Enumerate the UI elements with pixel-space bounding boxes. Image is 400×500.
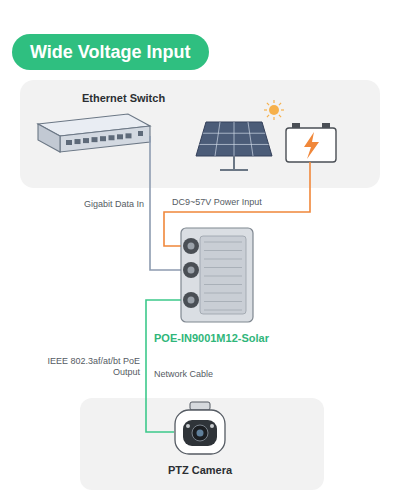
heatsink-fin bbox=[204, 259, 242, 260]
camera-face bbox=[183, 420, 217, 446]
solar-cell-line bbox=[215, 122, 220, 156]
node-label: Ethernet Switch bbox=[82, 92, 165, 104]
power-wire bbox=[309, 162, 311, 188]
edge-label: Gigabit Data In bbox=[84, 199, 144, 210]
note-label: DC9~57V Power Input bbox=[172, 197, 262, 208]
sun bbox=[269, 105, 279, 115]
switch-port bbox=[126, 133, 132, 138]
node-illustration bbox=[20, 80, 380, 188]
solar-cell-line bbox=[248, 122, 253, 156]
m12-port bbox=[183, 238, 199, 254]
battery-terminal bbox=[322, 123, 330, 128]
data-wire bbox=[149, 136, 151, 188]
heatsink-fin bbox=[204, 301, 242, 302]
sun-ray bbox=[273, 100, 274, 103]
camera-panel: PTZ Camera bbox=[80, 398, 324, 490]
title-pill: Wide Voltage Input bbox=[12, 34, 209, 70]
injector-body bbox=[181, 228, 253, 322]
connector-layer bbox=[146, 188, 150, 398]
switch-port bbox=[83, 138, 89, 143]
m12-port bbox=[183, 238, 199, 308]
switch-port bbox=[138, 131, 143, 136]
camera-body bbox=[175, 410, 225, 454]
sun-ray bbox=[267, 103, 269, 105]
switch-panel: Ethernet Switch bbox=[20, 80, 380, 188]
note-label: IEEE 802.3af/at/bt PoE Output bbox=[44, 356, 140, 379]
camera-mount bbox=[190, 402, 210, 410]
m12-port bbox=[188, 267, 195, 274]
sun-ray bbox=[279, 103, 281, 105]
solar-panel bbox=[196, 122, 272, 156]
ir-light bbox=[186, 424, 190, 428]
camera-lens bbox=[192, 425, 208, 441]
solar-panel-icon bbox=[196, 122, 272, 170]
injector-device bbox=[181, 228, 253, 322]
battery-icon bbox=[286, 123, 336, 162]
solar-cell-line bbox=[234, 122, 235, 156]
solar-cell-line bbox=[203, 133, 266, 134]
switch-front bbox=[60, 126, 150, 152]
sun-ray bbox=[281, 109, 284, 110]
lightning-bolt bbox=[304, 132, 319, 159]
sun-ray bbox=[264, 109, 267, 110]
sun-ray bbox=[273, 117, 274, 120]
switch-side bbox=[38, 124, 60, 152]
solar-cell-line bbox=[199, 144, 268, 145]
switch-port bbox=[92, 137, 98, 142]
ir-light bbox=[210, 424, 214, 428]
heatsink-fin bbox=[204, 267, 242, 268]
m12-port bbox=[183, 262, 199, 278]
injector-node: POE-IN9001M12-Solar bbox=[140, 222, 290, 352]
camera-lens bbox=[197, 430, 204, 437]
battery-terminal bbox=[292, 123, 300, 128]
edge-label: Network Cable bbox=[154, 369, 213, 380]
battery-body bbox=[286, 128, 336, 162]
heatsink-fins bbox=[204, 242, 242, 310]
m12-port bbox=[188, 297, 195, 304]
node-label: PTZ Camera bbox=[80, 464, 320, 476]
switch-port bbox=[75, 139, 81, 144]
injector-panel bbox=[200, 236, 246, 314]
sun-ray bbox=[279, 115, 281, 117]
heatsink-fin bbox=[204, 276, 242, 277]
heatsink-fin bbox=[204, 284, 242, 285]
m12-port bbox=[183, 292, 199, 308]
switch-port bbox=[117, 134, 123, 139]
cable-connector bbox=[145, 352, 147, 398]
solar-stand bbox=[220, 169, 248, 171]
poe-wire bbox=[146, 398, 174, 432]
switch-port bbox=[109, 135, 115, 140]
switch-port bbox=[100, 136, 106, 141]
sun-ray bbox=[267, 115, 269, 117]
heatsink-fin bbox=[204, 250, 242, 251]
switch-port bbox=[66, 140, 72, 145]
heatsink-fin bbox=[204, 242, 242, 243]
heatsink-fin bbox=[204, 293, 242, 294]
node-label: POE-IN9001M12-Solar bbox=[154, 332, 269, 344]
sun-icon bbox=[264, 100, 284, 120]
solar-stand bbox=[233, 156, 235, 170]
poe-wire bbox=[146, 300, 183, 352]
data-wire bbox=[150, 222, 183, 270]
node-illustration bbox=[80, 398, 320, 490]
switch-icon bbox=[38, 114, 150, 152]
ptz-camera-icon bbox=[175, 402, 225, 454]
cable-connector bbox=[149, 188, 151, 222]
m12-port bbox=[188, 243, 195, 250]
heatsink-fin bbox=[204, 310, 242, 311]
